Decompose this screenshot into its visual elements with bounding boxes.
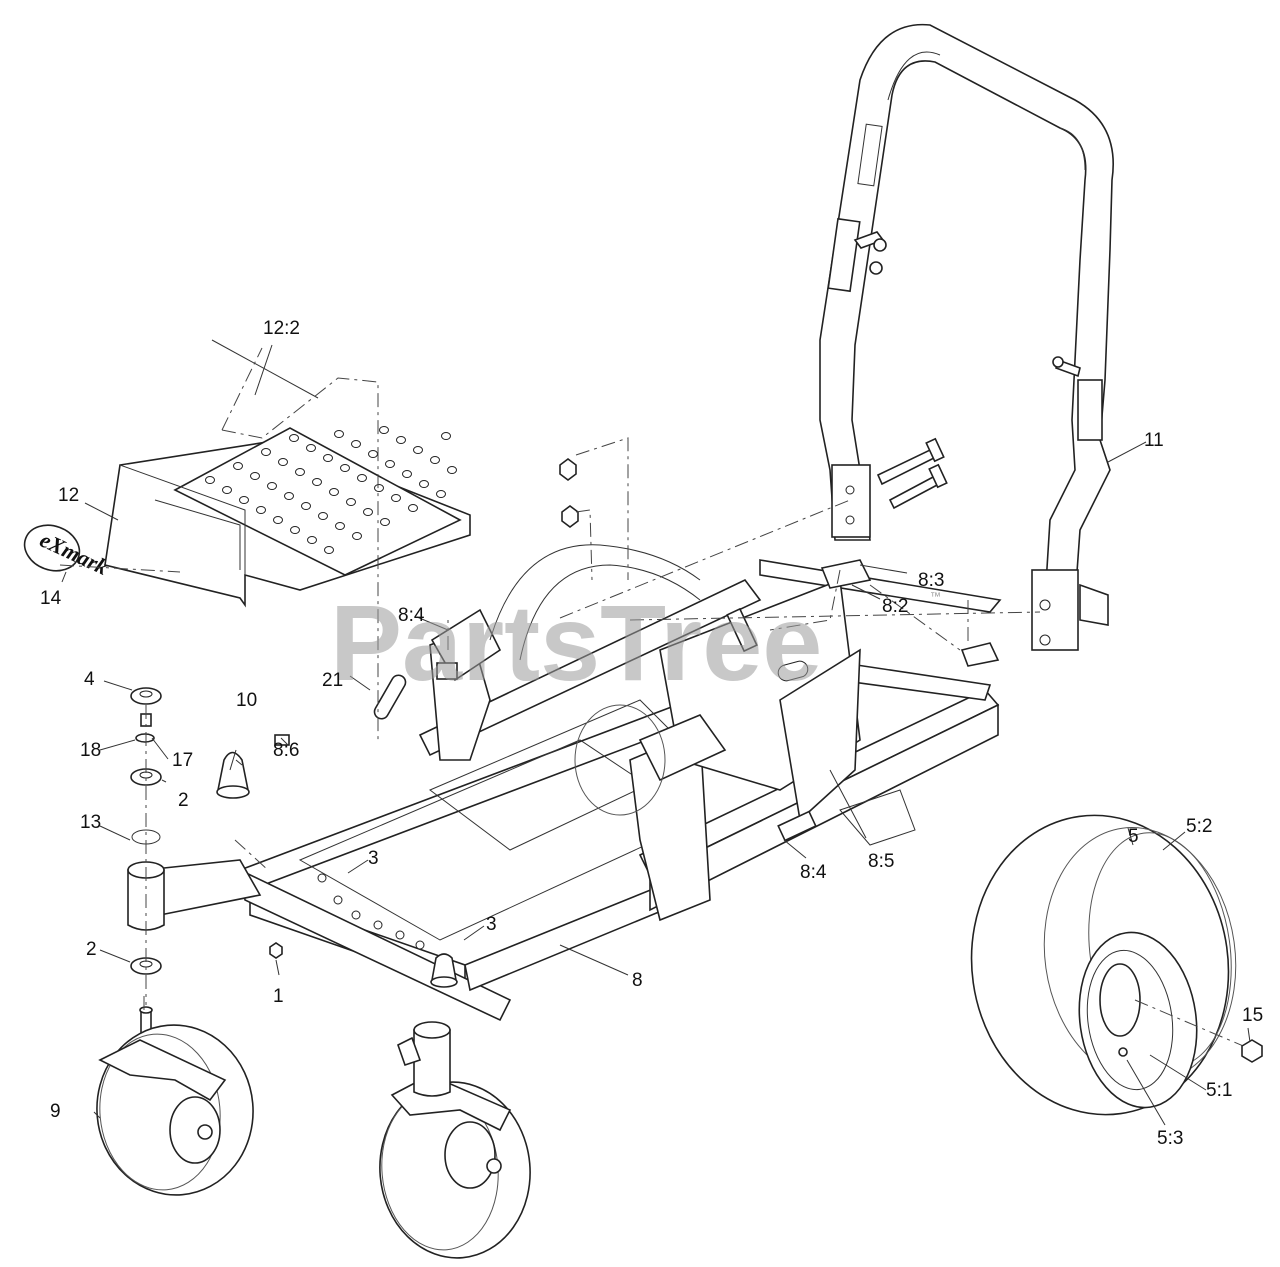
foot-plate-hole bbox=[402, 470, 412, 478]
foot-plate-hole bbox=[295, 468, 305, 476]
leader-lines bbox=[61, 344, 1251, 1126]
foot-plate-hole bbox=[290, 526, 300, 534]
foot-plate-hole bbox=[307, 536, 317, 544]
callout-8-2: 8:2 bbox=[882, 596, 908, 617]
callout-21: 21 bbox=[322, 670, 343, 691]
callout-10: 10 bbox=[236, 690, 257, 711]
watermark: PartsTree ™ bbox=[330, 582, 941, 703]
foot-plate-hole bbox=[329, 488, 339, 496]
foot-plate-hole bbox=[408, 504, 418, 512]
watermark-trademark: ™ bbox=[930, 591, 941, 603]
foot-plate-hole bbox=[396, 436, 406, 444]
callout-2-lower: 2 bbox=[86, 939, 97, 960]
foot-plate-hole bbox=[436, 490, 446, 498]
foot-plate-hole bbox=[318, 512, 328, 520]
callout-8-6: 8:6 bbox=[273, 740, 299, 761]
foot-plate-hole bbox=[391, 494, 401, 502]
foot-plate-hole bbox=[357, 474, 367, 482]
watermark-text: PartsTree bbox=[330, 582, 822, 703]
foot-plate-hole bbox=[346, 498, 356, 506]
foot-plate-hole bbox=[289, 434, 299, 442]
callout-11: 11 bbox=[1144, 430, 1164, 451]
callout-8: 8 bbox=[632, 970, 643, 991]
callout-5-3: 5:3 bbox=[1157, 1128, 1183, 1149]
callout-14: 14 bbox=[40, 588, 62, 609]
foot-plate-hole bbox=[284, 492, 294, 500]
foot-plate-hole bbox=[239, 496, 249, 504]
callout-13: 13 bbox=[80, 812, 101, 833]
roll-bar-bolts bbox=[876, 437, 948, 510]
main-frame bbox=[143, 544, 1002, 1022]
foot-plate-hole bbox=[273, 516, 283, 524]
foot-plate-hole bbox=[413, 446, 423, 454]
foot-plate-hole bbox=[233, 462, 243, 470]
foot-plate-hole bbox=[205, 476, 215, 484]
foot-plate-hole bbox=[306, 444, 316, 452]
foot-plate-hole bbox=[261, 448, 271, 456]
foot-plate-hole bbox=[441, 432, 451, 440]
callout-1: 1 bbox=[273, 986, 284, 1007]
callout-5-2: 5:2 bbox=[1186, 816, 1212, 837]
foot-plate-hole bbox=[380, 518, 390, 526]
assembly-lines bbox=[59, 339, 1041, 1010]
foot-plate-hole bbox=[278, 458, 288, 466]
right-caster-wheel bbox=[379, 1021, 531, 1259]
foot-plate-hole bbox=[334, 430, 344, 438]
foot-plate-hole bbox=[352, 532, 362, 540]
left-caster-wheel bbox=[96, 1024, 254, 1196]
foot-plate-hole bbox=[312, 478, 322, 486]
callout-3-right: 3 bbox=[486, 914, 497, 935]
callout-12-2: 12:2 bbox=[263, 318, 300, 339]
foot-plate-hole bbox=[385, 460, 395, 468]
foot-plate-hole bbox=[256, 506, 266, 514]
foot-plate-hole bbox=[335, 522, 345, 530]
callout-4: 4 bbox=[84, 669, 95, 690]
callout-18: 18 bbox=[80, 740, 101, 761]
foot-plate-hole bbox=[351, 440, 361, 448]
foot-plate-hole bbox=[323, 454, 333, 462]
callout-2-upper: 2 bbox=[178, 790, 189, 811]
foot-plate-holes bbox=[205, 426, 457, 554]
foot-plate-hole bbox=[419, 480, 429, 488]
foot-plate-hole bbox=[379, 426, 389, 434]
foot-plate bbox=[104, 426, 471, 608]
callout-8-3: 8:3 bbox=[918, 570, 944, 591]
callout-8-4-lower: 8:4 bbox=[800, 862, 827, 883]
roll-over-bar bbox=[819, 23, 1114, 651]
exmark-logo-text: eXmark bbox=[36, 527, 112, 580]
foot-plate-hole bbox=[222, 486, 232, 494]
front-caster-stack bbox=[127, 687, 165, 1055]
foot-plate-hole bbox=[324, 546, 334, 554]
foot-plate-hole bbox=[267, 482, 277, 490]
foot-plate-hole bbox=[250, 472, 260, 480]
callout-labels: 12:2 12 14 4 18 17 2 13 2 1 9 10 8:6 3 3… bbox=[40, 318, 1263, 1149]
foot-plate-hole bbox=[368, 450, 378, 458]
callout-15: 15 bbox=[1242, 1005, 1263, 1026]
callout-3-left: 3 bbox=[368, 848, 379, 869]
foot-plate-hole bbox=[301, 502, 311, 510]
exmark-decal: eXmark bbox=[23, 524, 112, 580]
foot-plate-hole bbox=[363, 508, 373, 516]
callout-8-4-upper: 8:4 bbox=[398, 605, 425, 626]
nuts-and-brackets bbox=[269, 458, 1000, 959]
rear-drive-wheel bbox=[970, 814, 1263, 1116]
bumpers bbox=[216, 751, 458, 988]
callout-5-1: 5:1 bbox=[1206, 1080, 1232, 1101]
callout-5: 5 bbox=[1128, 826, 1139, 847]
foot-plate-hole bbox=[430, 456, 440, 464]
foot-plate-hole bbox=[374, 484, 384, 492]
callout-17: 17 bbox=[172, 750, 193, 771]
callout-8-5: 8:5 bbox=[868, 851, 894, 872]
foot-plate-hole bbox=[447, 466, 457, 474]
callout-9: 9 bbox=[50, 1101, 61, 1122]
foot-plate-hole bbox=[340, 464, 350, 472]
callout-12: 12 bbox=[58, 485, 79, 506]
